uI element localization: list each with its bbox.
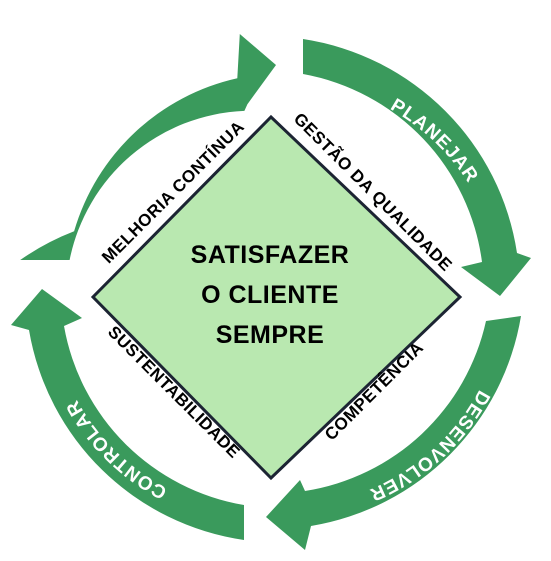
- arrow-planejar-shape: [303, 39, 531, 296]
- svg-text:DESENVOLVER: DESENVOLVER: [366, 387, 493, 505]
- center-text-line-3: SEMPRE: [216, 321, 325, 349]
- arrow-desenvolver-label: DESENVOLVER: [366, 387, 492, 505]
- center-text-line-1: SATISFAZER: [191, 241, 350, 269]
- arrow-atuar-shape: [20, 34, 277, 260]
- svg-text:CONTROLAR: CONTROLAR: [62, 396, 170, 503]
- arrow-controlar-label: CONTROLAR: [62, 396, 169, 503]
- center-text-line-2: O CLIENTE: [201, 281, 339, 309]
- arrow-controlar-shape: [11, 289, 244, 540]
- arrow-desenvolver-shape: [266, 316, 521, 550]
- center-diamond: [90, 114, 463, 481]
